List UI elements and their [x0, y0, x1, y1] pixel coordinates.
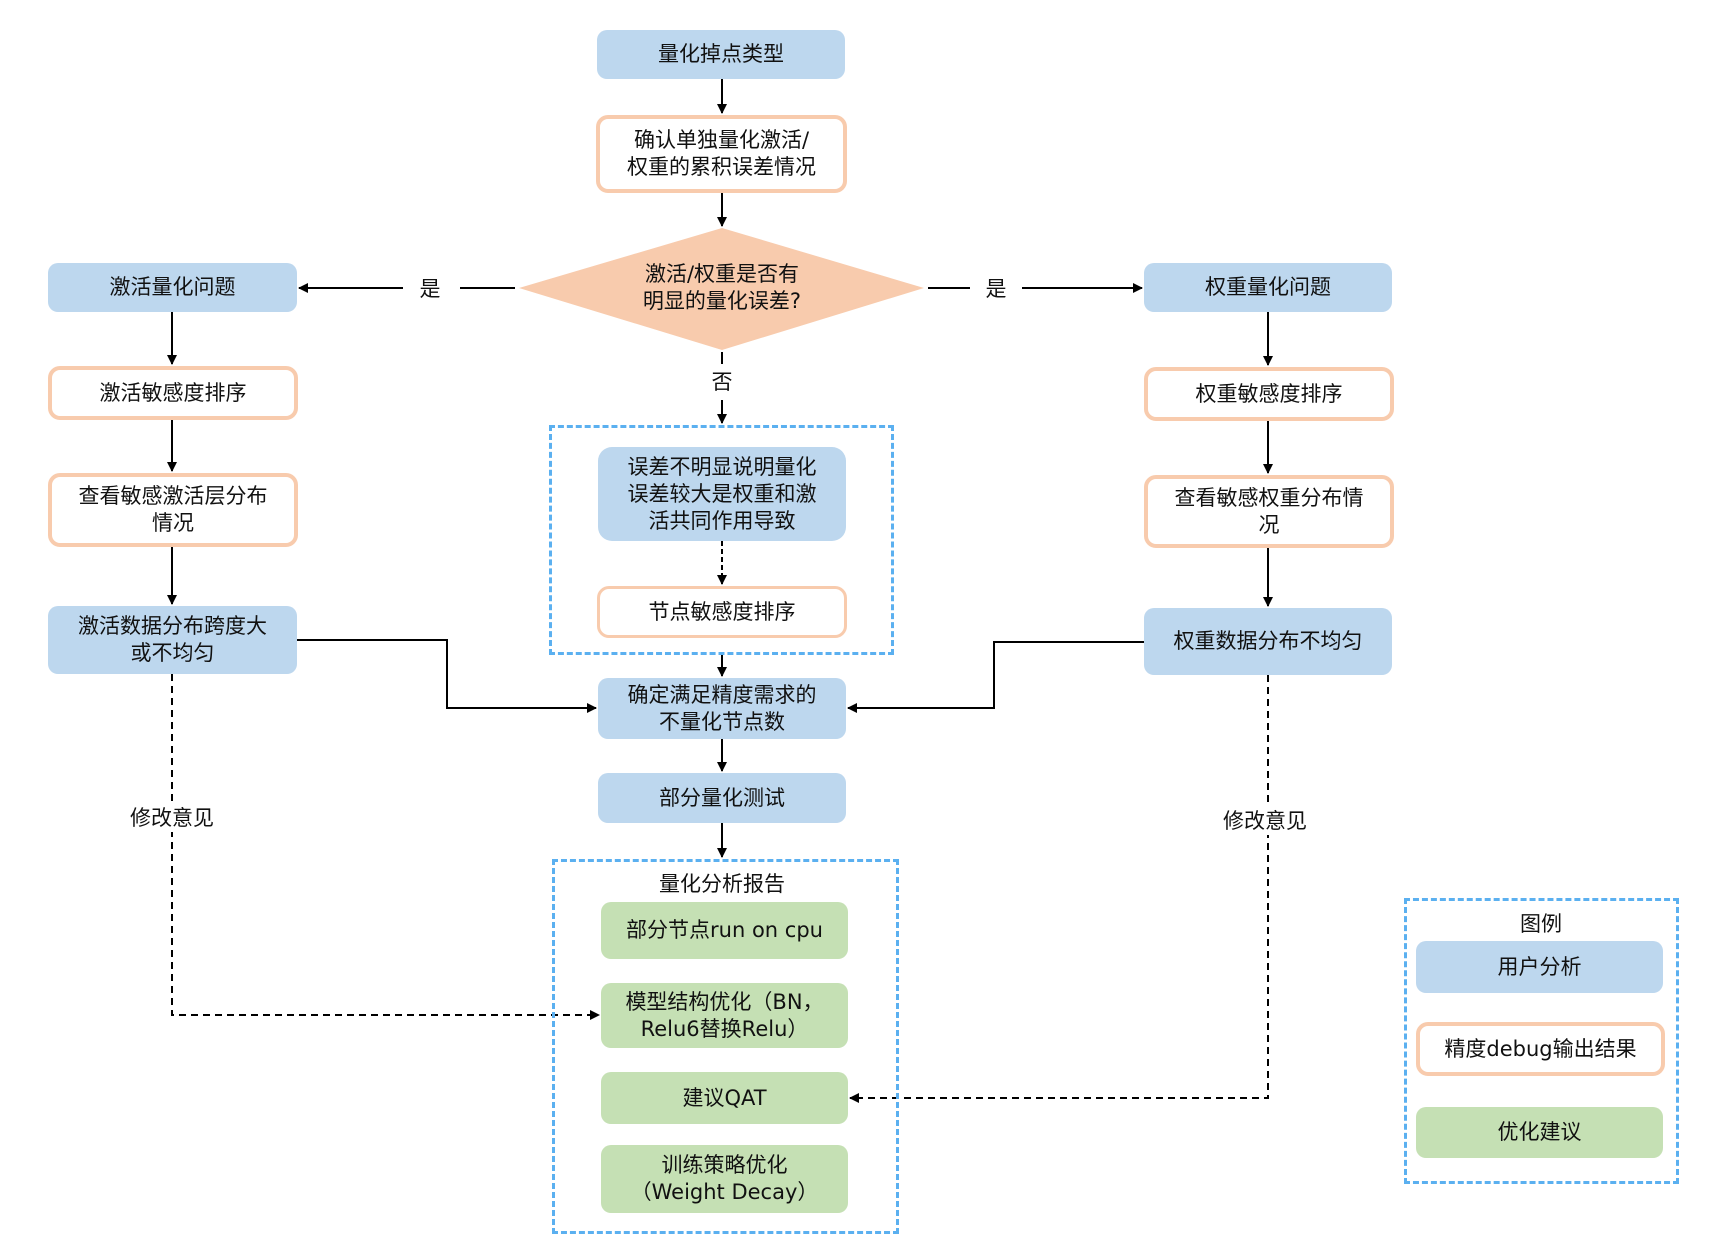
- legend-item-suggestion: 优化建议: [1416, 1107, 1663, 1158]
- weight-issue-node: 权重量化问题: [1144, 263, 1392, 312]
- partial-test-node: 部分量化测试: [598, 773, 846, 823]
- activation-issue-node: 激活量化问题: [48, 263, 297, 312]
- determine-node: 确定满足精度需求的 不量化节点数: [598, 678, 846, 739]
- joint-group: [549, 425, 894, 655]
- start-node: 量化掉点类型: [597, 30, 845, 79]
- report-item: 模型结构优化（BN， Relu6替换Relu）: [601, 983, 848, 1048]
- no-label: 否: [707, 366, 737, 396]
- yes-right-label: 是: [981, 273, 1011, 303]
- legend: [1404, 898, 1679, 1184]
- joint-effect-node: 误差不明显说明量化 误差较大是权重和激 活共同作用导致: [598, 447, 846, 541]
- weight-dist-node: 权重数据分布不均匀: [1144, 608, 1392, 675]
- legend-item-analysis: 用户分析: [1416, 941, 1663, 993]
- yes-left-label: 是: [415, 273, 445, 303]
- activation-view-node: 查看敏感激活层分布 情况: [48, 473, 298, 547]
- report-item: 训练策略优化 （Weight Decay）: [601, 1145, 848, 1213]
- report-item: 建议QAT: [601, 1072, 848, 1124]
- modify-left-label: 修改意见: [126, 802, 218, 832]
- weight-sort-node: 权重敏感度排序: [1144, 367, 1394, 421]
- decision-node: 激活/权重是否有 明显的量化误差?: [642, 262, 802, 313]
- modify-right-label: 修改意见: [1219, 805, 1311, 835]
- confirm-node: 确认单独量化激活/ 权重的累积误差情况: [596, 115, 847, 193]
- report-group: [552, 859, 899, 1234]
- weight-view-node: 查看敏感权重分布情 况: [1144, 475, 1394, 548]
- report-item: 部分节点run on cpu: [601, 902, 848, 959]
- activation-dist-node: 激活数据分布跨度大 或不均匀: [48, 606, 297, 674]
- report-title: 量化分析报告: [659, 872, 785, 896]
- activation-sort-node: 激活敏感度排序: [48, 366, 298, 420]
- legend-item-debug: 精度debug输出结果: [1416, 1022, 1665, 1076]
- decision-diamond: [519, 228, 924, 350]
- node-sort-node: 节点敏感度排序: [597, 586, 847, 638]
- legend-title: 图例: [1520, 912, 1562, 936]
